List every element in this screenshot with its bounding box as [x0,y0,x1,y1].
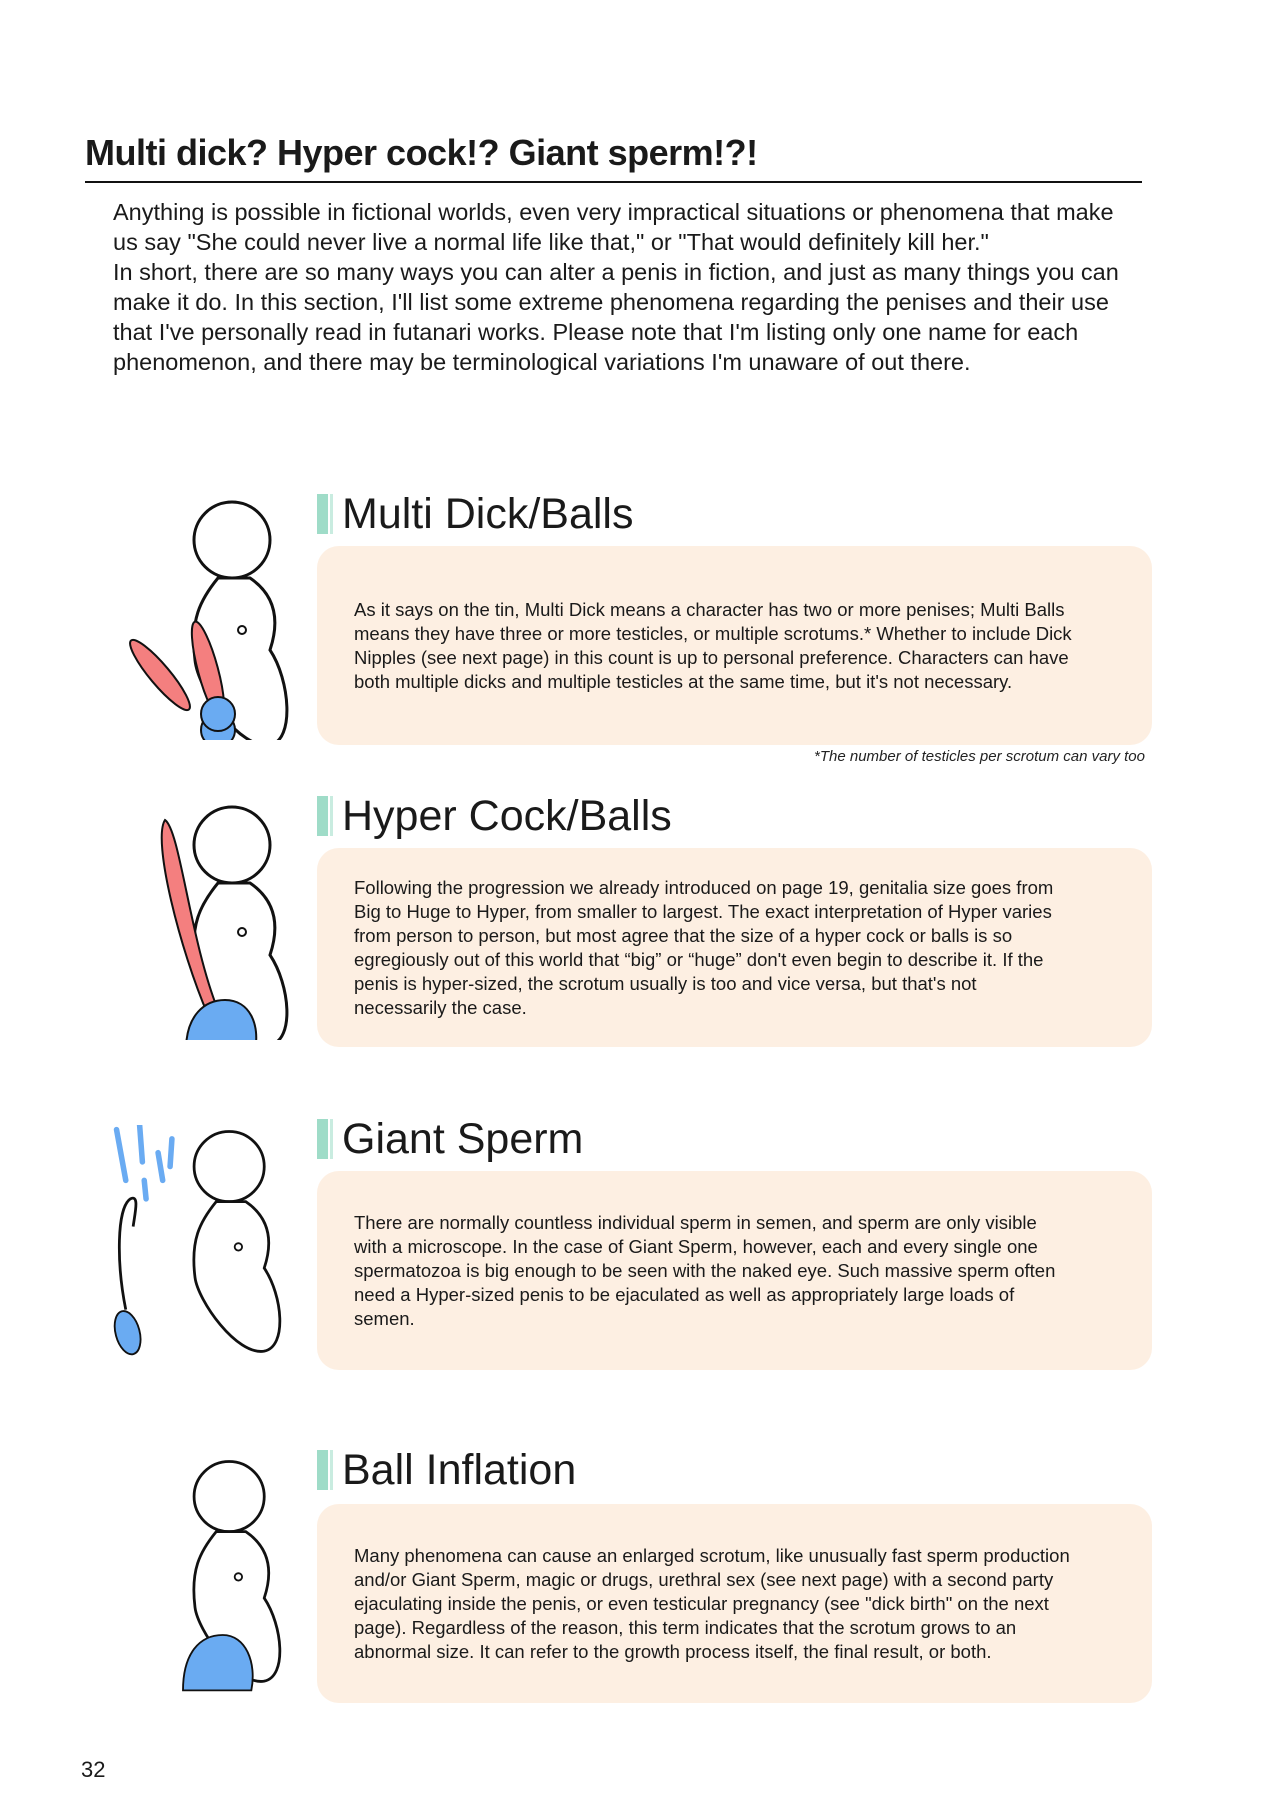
intro-paragraph: Anything is possible in fictional worlds… [113,199,1114,255]
accent-bar [317,1119,330,1159]
section-title-text: Hyper Cock/Balls [342,791,672,840]
intro-text: Anything is possible in fictional worlds… [113,197,1123,377]
section-box-giant-sperm: There are normally countless individual … [317,1171,1152,1370]
figure-illustration-multi [129,500,289,740]
section-box-hyper: Following the progression we already int… [317,848,1152,1047]
accent-bar [317,1450,330,1490]
page-title: Multi dick? Hyper cock!? Giant sperm!?! [85,132,758,173]
section-title-text: Ball Inflation [342,1445,577,1494]
section-text: Many phenomena can cause an enlarged scr… [354,1544,1070,1662]
accent-bar [317,796,330,836]
section-title-text: Giant Sperm [342,1114,584,1163]
title-divider [85,181,1142,183]
figure-illustration-giant-sperm [113,1125,282,1356]
section-text: As it says on the tin, Multi Dick means … [354,598,1072,692]
section-title-giant-sperm: Giant Sperm [317,1113,583,1165]
section-box-multi: As it says on the tin, Multi Dick means … [317,546,1152,745]
section-text: Following the progression we already int… [354,876,1054,1018]
page-number: 32 [81,1757,106,1782]
section-text: There are normally countless individual … [354,1211,1056,1329]
footnote: *The number of testicles per scrotum can… [814,748,1145,765]
section-title-multi: Multi Dick/Balls [317,488,634,540]
section-title-ball-inflation: Ball Inflation [317,1444,576,1496]
section-title-hyper: Hyper Cock/Balls [317,790,672,842]
accent-bar [317,494,330,534]
intro-paragraph: In short, there are so many ways you can… [113,259,1119,375]
section-box-ball-inflation: Many phenomena can cause an enlarged scr… [317,1504,1152,1703]
figure-illustration-hyper [160,805,289,1040]
figure-illustration-ball-inflation [182,1460,282,1692]
section-title-text: Multi Dick/Balls [342,489,634,538]
